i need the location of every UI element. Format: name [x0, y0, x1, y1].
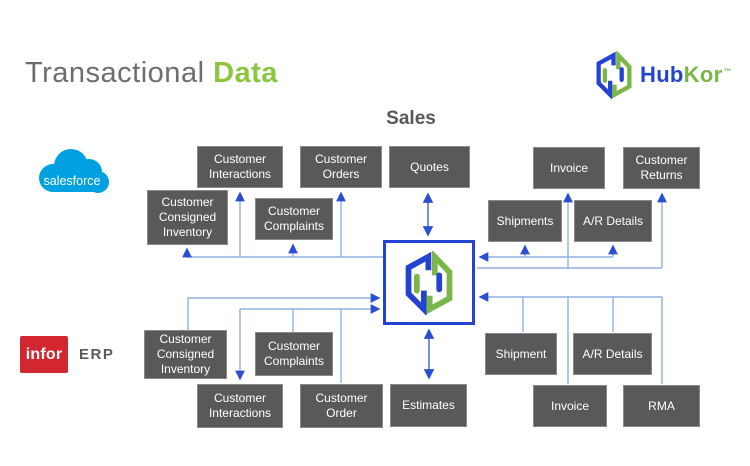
hubkor-word-hub: Hub — [640, 62, 684, 87]
node-customer-interactions-sf: Customer Interactions — [197, 146, 283, 188]
node-shipment-erp: Shipment — [485, 333, 557, 375]
hub-node — [383, 240, 475, 325]
node-quotes-sf: Quotes — [389, 146, 470, 188]
node-customer-consigned-inventory-erp: Customer Consigned Inventory — [144, 330, 227, 379]
node-ar-details-sf: A/R Details — [574, 200, 652, 242]
node-customer-returns-sf: Customer Returns — [623, 147, 700, 189]
node-estimates-erp: Estimates — [390, 384, 467, 427]
page-title: Transactional Data — [25, 57, 278, 90]
node-rma-erp: RMA — [623, 385, 700, 427]
salesforce-logo: salesforce — [30, 144, 114, 204]
page-title-gray: Transactional — [25, 57, 205, 89]
sales-section-label: Sales — [386, 108, 436, 129]
hubkor-hexagon-icon — [590, 51, 638, 99]
hubkor-logo: HubKor™ — [590, 51, 732, 99]
hubkor-word-kor: Kor — [683, 62, 723, 87]
infor-erp-logo: infor ERP — [20, 336, 114, 373]
hub-hexagon-icon — [397, 250, 461, 315]
node-invoice-sf: Invoice — [533, 147, 605, 189]
node-shipments-sf: Shipments — [488, 200, 562, 242]
hubkor-trademark: ™ — [723, 66, 732, 76]
node-customer-complaints-erp: Customer Complaints — [255, 332, 333, 376]
erp-label: ERP — [79, 346, 115, 363]
node-customer-order-erp: Customer Order — [300, 384, 383, 428]
node-customer-orders-sf: Customer Orders — [300, 146, 382, 188]
infor-logo-square: infor — [20, 336, 68, 373]
node-customer-complaints-sf: Customer Complaints — [255, 198, 333, 240]
page-title-green: Data — [213, 57, 278, 89]
node-ar-details-erp: A/R Details — [573, 333, 652, 375]
node-customer-consigned-inventory-sf: Customer Consigned Inventory — [147, 190, 228, 245]
hubkor-wordmark: HubKor™ — [640, 62, 732, 88]
node-invoice-erp: Invoice — [533, 385, 607, 427]
salesforce-wordmark: salesforce — [44, 174, 101, 188]
node-customer-interactions-erp: Customer Interactions — [197, 384, 283, 428]
